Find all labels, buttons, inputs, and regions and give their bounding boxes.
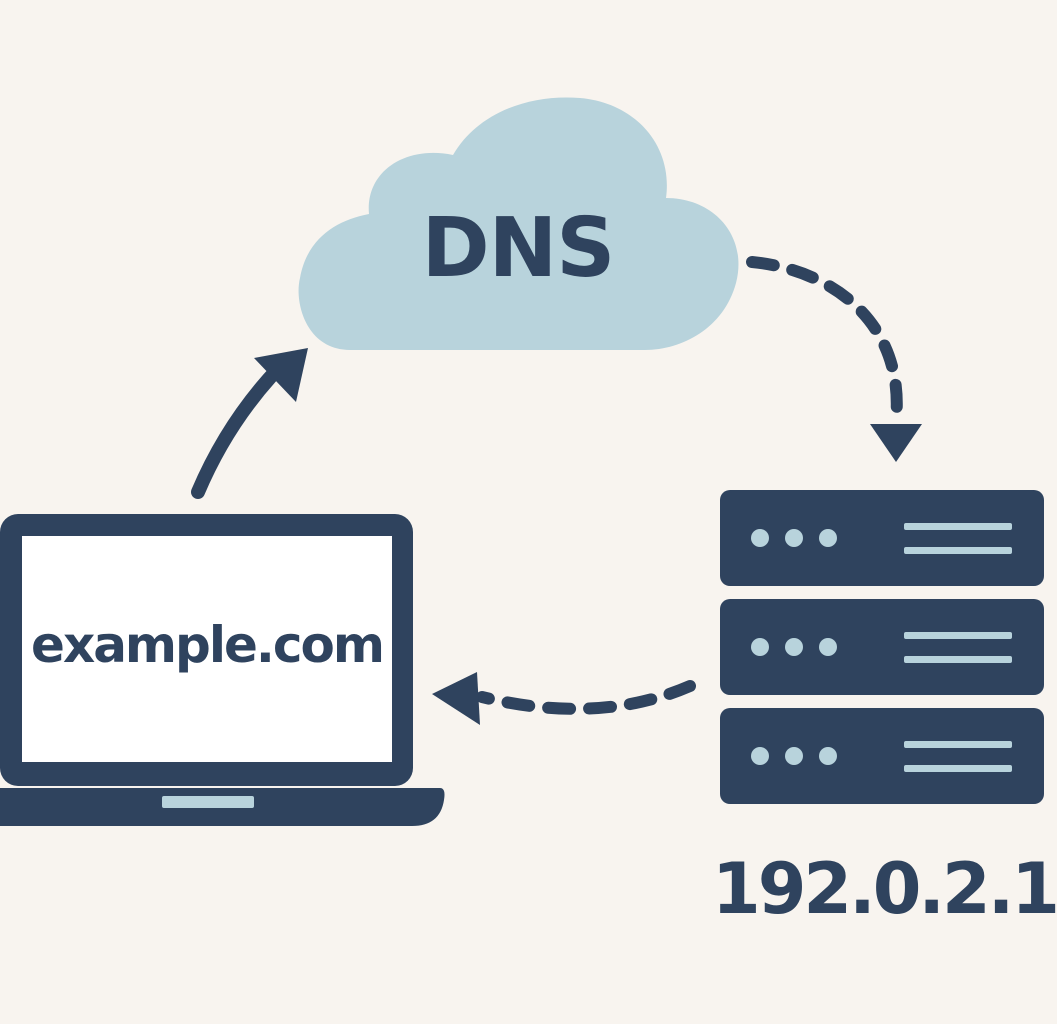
server-indicator-light [819,529,837,547]
server-indicator-light [751,529,769,547]
server-indicator-light [819,638,837,656]
response-arrow [432,672,696,725]
diagram-canvas [0,97,1044,826]
lookup-arrow [746,256,922,462]
dns-diagram: DNS example.com 192.0.2.1 [0,97,1057,930]
server-unit-body [720,708,1044,804]
server-drive-slot [904,765,1012,772]
query-arrow [191,348,308,499]
cloud-icon [298,97,739,350]
response-arrow-line [476,680,696,715]
server-indicator-light [785,747,803,765]
server-indicator-light [785,638,803,656]
query-arrow-head [254,348,308,402]
server-drive-slot [904,741,1012,748]
server-indicator-light [819,747,837,765]
response-arrow-head [432,672,480,725]
server-ip-address: 192.0.2.1 [712,848,1057,930]
dns-label: DNS [421,201,616,296]
server-drive-slot [904,523,1012,530]
server-unit [720,599,1044,695]
server-unit [720,490,1044,586]
lookup-arrow-line [746,256,903,426]
server-drive-slot [904,547,1012,554]
server-unit [720,708,1044,804]
server-unit-body [720,490,1044,586]
laptop-screen [22,536,392,762]
server-unit-body [720,599,1044,695]
laptop-domain-text: example.com [31,616,385,674]
server-indicator-light [785,529,803,547]
query-arrow-line [191,365,282,499]
laptop-icon [0,514,445,826]
server-indicator-light [751,638,769,656]
server-rack-icon [720,490,1044,804]
server-drive-slot [904,656,1012,663]
lookup-arrow-head [870,424,922,462]
dns-cloud-shape [298,97,739,350]
laptop-trackpad [162,796,254,808]
server-indicator-light [751,747,769,765]
server-drive-slot [904,632,1012,639]
